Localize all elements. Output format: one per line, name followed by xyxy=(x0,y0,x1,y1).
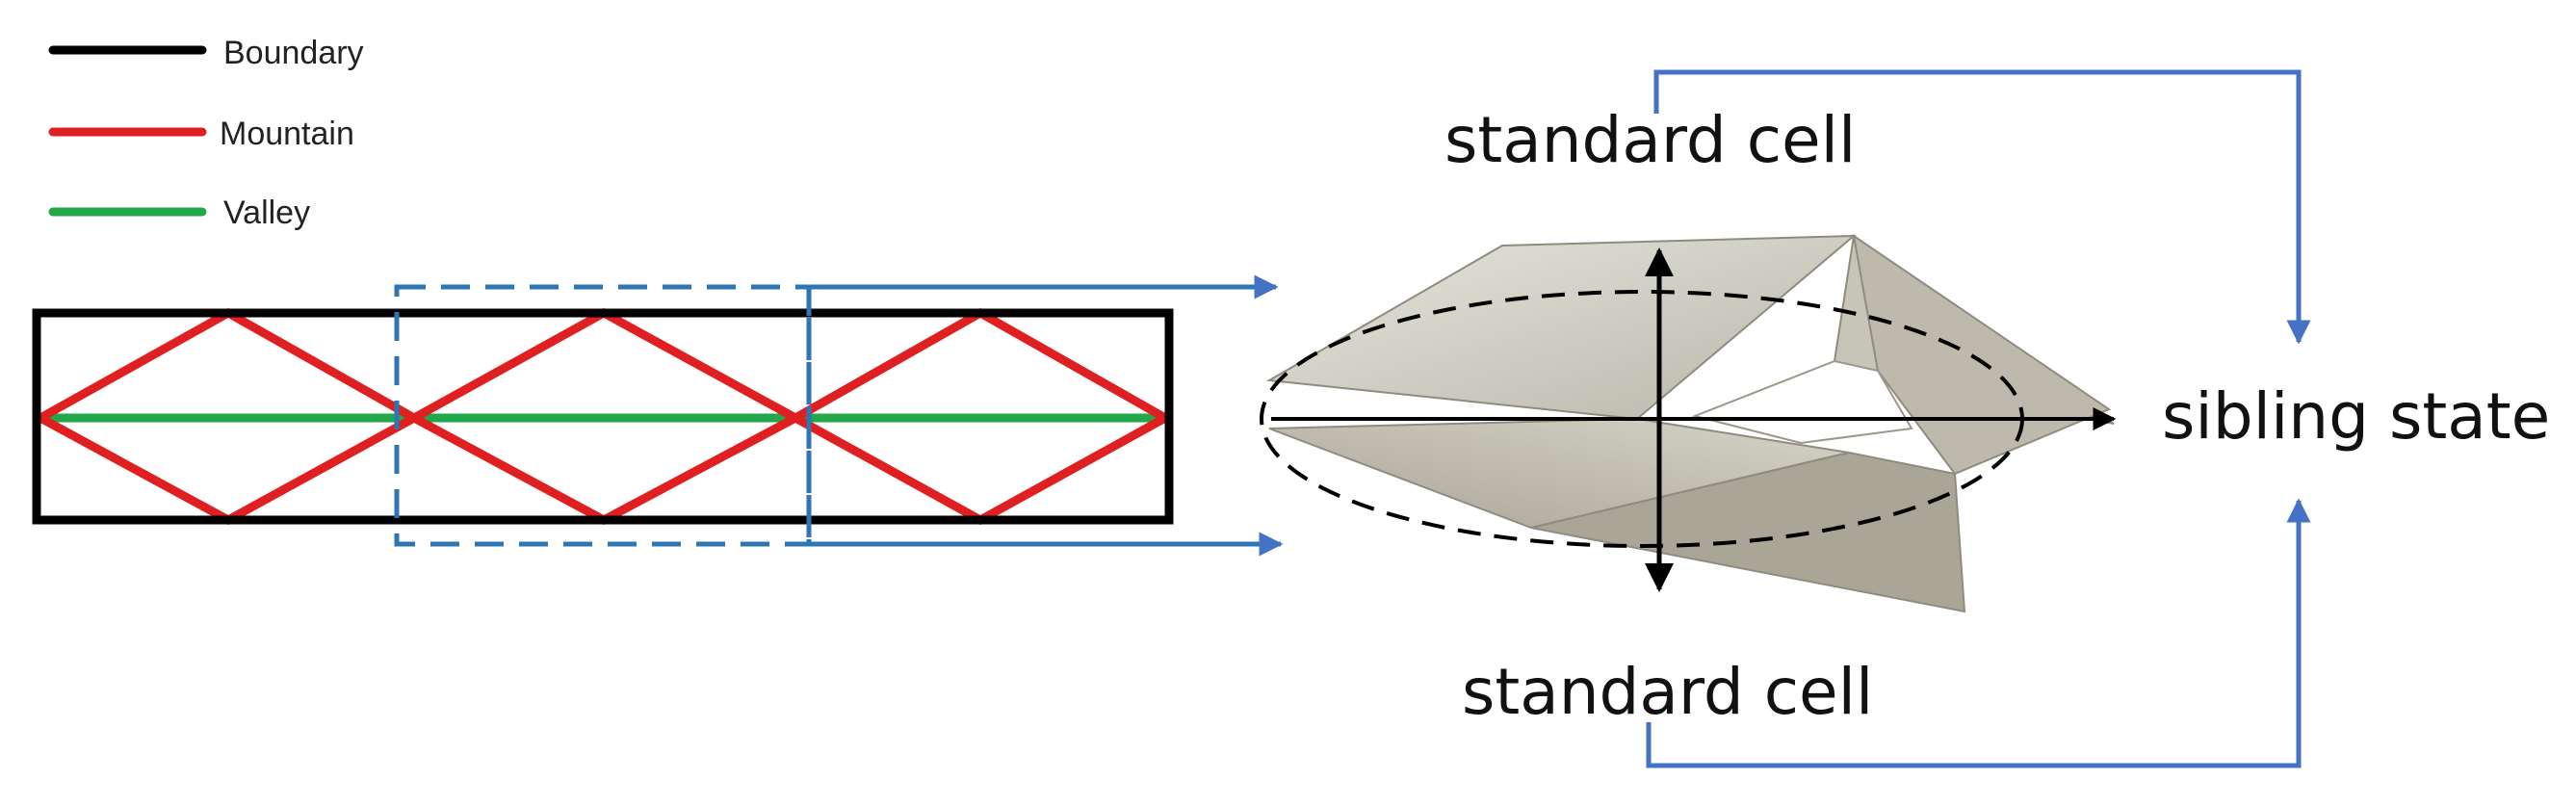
mountain-crease-upper xyxy=(38,307,1168,424)
legend: Boundary Mountain Valley xyxy=(48,35,364,231)
legend-boundary-label: Boundary xyxy=(223,35,364,71)
legend-mountain-label: Mountain xyxy=(220,116,354,152)
standard-cell-selection xyxy=(394,284,812,547)
sibling-connectors xyxy=(1646,69,2311,768)
folded-model xyxy=(1260,233,2117,613)
dashed-cell-box xyxy=(394,284,812,547)
top-connector xyxy=(1653,69,2311,345)
paper-lower-right xyxy=(1530,451,1966,613)
mountain-crease-lower xyxy=(38,412,1168,526)
paper-inner-gap xyxy=(1691,359,1913,445)
transfer-arrows xyxy=(809,274,1284,557)
top-standard-cell-label: standard cell xyxy=(1444,103,1856,177)
legend-valley-label: Valley xyxy=(223,195,310,231)
bottom-standard-cell-label: standard cell xyxy=(1462,655,1873,729)
crease-pattern xyxy=(32,307,1174,526)
boundary-rect xyxy=(32,308,1174,525)
sibling-state-label: sibling state xyxy=(2162,379,2550,454)
paper-right-flap xyxy=(1852,233,2112,476)
bottom-connector xyxy=(1646,498,2311,768)
